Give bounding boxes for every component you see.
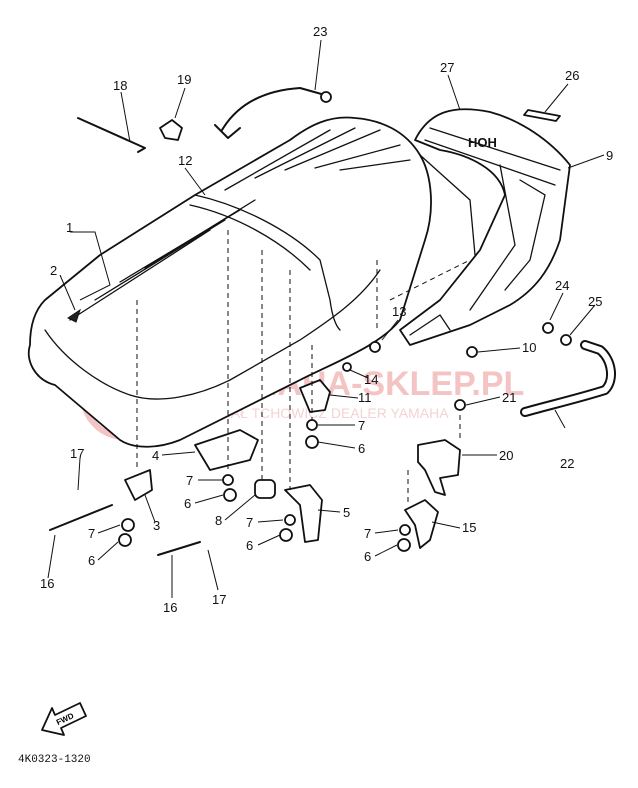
callout-7-e: 7 [88,526,95,541]
lock-bracket-part [417,439,461,496]
part-code: 4K0323-1320 [18,754,91,766]
watermark-sub-text: MICHAŁ TCHOWICZ DEALER YAMAHA [195,405,449,421]
callout-12: 12 [178,153,192,168]
clip-part [159,119,183,141]
bracket-part-11 [299,379,331,413]
callout-labels: 1 2 18 19 12 23 27 26 9 24 25 10 13 14 1… [40,24,613,615]
leader-lines [47,39,605,598]
bracket-part-3 [124,469,153,501]
callout-15: 15 [462,520,476,535]
callout-27: 27 [440,60,454,75]
callout-16-b: 16 [163,600,177,615]
callout-16-a: 16 [40,576,54,591]
callout-2: 2 [50,263,57,278]
emblem-part [523,109,561,122]
callout-11: 11 [358,390,372,405]
callout-6-e: 6 [88,553,95,568]
callout-10: 10 [522,340,536,355]
callout-7-b: 7 [364,526,371,541]
callout-7-c: 7 [246,515,253,530]
callout-6-a: 6 [358,441,365,456]
callout-26: 26 [565,68,579,83]
bolt-part-16a [49,504,113,531]
callout-4: 4 [152,448,159,463]
callout-23: 23 [313,24,327,39]
rod-part [77,117,146,153]
callout-17-b: 17 [212,592,226,607]
bolt-part-16b [157,541,201,556]
callout-22: 22 [560,456,574,471]
callout-7-d: 7 [186,473,193,488]
seat-assembly [27,116,432,448]
callout-19: 19 [177,72,191,87]
callout-20: 20 [499,448,513,463]
grab-bar-part [520,340,616,417]
callout-8: 8 [215,513,222,528]
callout-25: 25 [588,294,602,309]
nuts-washers [118,322,572,552]
seat-strap-part [221,87,326,131]
callout-14: 14 [364,372,378,387]
callout-9: 9 [606,148,613,163]
callout-5: 5 [343,505,350,520]
callout-24: 24 [555,278,569,293]
callout-1: 1 [66,220,73,235]
hinge-part [404,499,439,549]
callout-21: 21 [502,390,516,405]
callout-13: 13 [392,304,406,319]
svg-text:HOH: HOH [468,135,497,150]
callout-3: 3 [153,518,160,533]
front-bracket-part [194,429,259,471]
bracket-part-5 [284,484,323,543]
callout-6-d: 6 [184,496,191,511]
fwd-arrow-icon: FWD [41,702,87,736]
tail-cover: HOH [399,108,571,346]
callout-7-a: 7 [358,418,365,433]
alignment-lines [136,230,471,505]
callout-17-a: 17 [70,446,84,461]
damper-part [254,479,276,499]
callout-18: 18 [113,78,127,93]
callout-6-c: 6 [246,538,253,553]
callout-6-b: 6 [364,549,371,564]
